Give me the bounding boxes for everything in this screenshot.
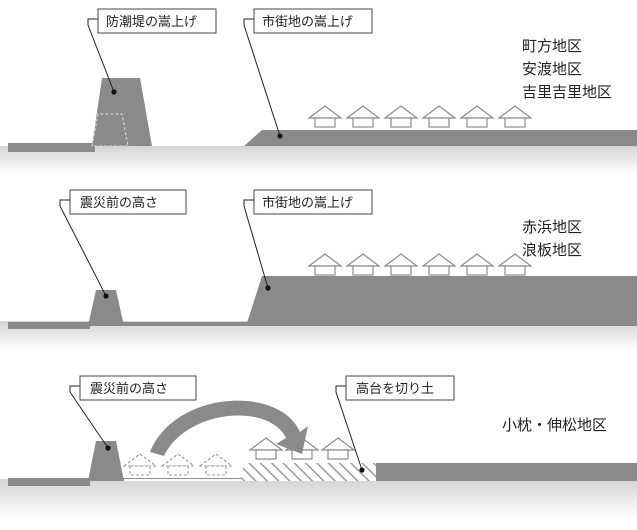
panel-3-original-hill-cut [240, 463, 376, 481]
relocation-arrow [150, 400, 308, 456]
panel-3-former-house [161, 453, 195, 476]
panel-3-former-houses [123, 453, 233, 476]
area-name: 吉里吉里地区 [522, 83, 612, 101]
panel-1-house [308, 105, 342, 128]
panel-1-area-names: 町方地区 安渡地区 吉里吉里地区 [522, 37, 612, 101]
panel-3-lowland-white [124, 479, 240, 481]
panel-1-house [384, 105, 418, 128]
panel-3-callout-left: 震災前の高さ [69, 375, 197, 451]
panel-2-house [308, 253, 342, 276]
panel-2-house [460, 253, 494, 276]
panel-1-houses [308, 105, 532, 128]
panel-3-house [249, 437, 283, 460]
panel-1-raised-town-ground [244, 130, 637, 146]
panel-1-house [422, 105, 456, 128]
area-name: 町方地区 [522, 37, 582, 55]
panel-1-callout-right-label: 市街地の嵩上げ [262, 14, 353, 30]
panel-1-raised-seawall [92, 78, 152, 146]
area-name: 赤浜地区 [522, 218, 582, 236]
panel-3-callout-right-label: 高台を切り土 [356, 381, 434, 397]
panel-3: 震災前の高さ 高台を切り土 小枕・伸松地区 [0, 375, 637, 519]
area-name: 安渡地区 [522, 60, 582, 78]
panel-3-area-names: 小枕・伸松地区 [502, 416, 607, 434]
panel-3-callout-right: 高台を切り土 [335, 375, 455, 473]
panel-3-house [321, 437, 355, 460]
panel-2-house [422, 253, 456, 276]
panel-3-seawall [88, 441, 124, 481]
panel-2: 震災前の高さ 市街地の嵩上げ 赤浜地区 浪板地区 [0, 189, 637, 351]
panel-3-hill [376, 463, 637, 481]
panel-2-callout-left-label: 震災前の高さ [80, 195, 158, 211]
panel-2-callout-left: 震災前の高さ [59, 189, 187, 299]
panel-3-callout-left-label: 震災前の高さ [90, 381, 168, 397]
panel-1-callout-left: 防潮堤の嵩上げ [87, 8, 217, 95]
panel-3-ground-band [0, 479, 637, 519]
panel-2-houses [308, 253, 532, 276]
panel-1-house [346, 105, 380, 128]
panel-1-ground-left [8, 143, 95, 152]
panel-2-callout-right-label: 市街地の嵩上げ [262, 195, 353, 211]
panel-2-raised-town-ground [246, 276, 637, 326]
panel-1-callout-right: 市街地の嵩上げ [243, 8, 373, 139]
panel-1: 防潮堤の嵩上げ 市街地の嵩上げ 町方地区 安渡地区 吉里吉里地区 [0, 8, 637, 174]
area-name: 浪板地区 [522, 241, 582, 259]
area-name: 小枕・伸松地区 [502, 416, 607, 434]
panel-3-former-house [199, 453, 233, 476]
panel-1-ground-band [0, 146, 637, 174]
panel-1-house [498, 105, 532, 128]
panel-2-callout-right: 市街地の嵩上げ [243, 189, 373, 291]
panel-3-former-house [123, 453, 157, 476]
panel-1-callout-left-label: 防潮堤の嵩上げ [106, 14, 197, 30]
panel-2-house [346, 253, 380, 276]
panel-2-house [384, 253, 418, 276]
panel-2-seawall [88, 290, 124, 326]
panel-2-area-names: 赤浜地区 浪板地区 [522, 218, 582, 259]
panel-1-original-seawall-outline [91, 113, 129, 147]
panel-1-house [460, 105, 494, 128]
